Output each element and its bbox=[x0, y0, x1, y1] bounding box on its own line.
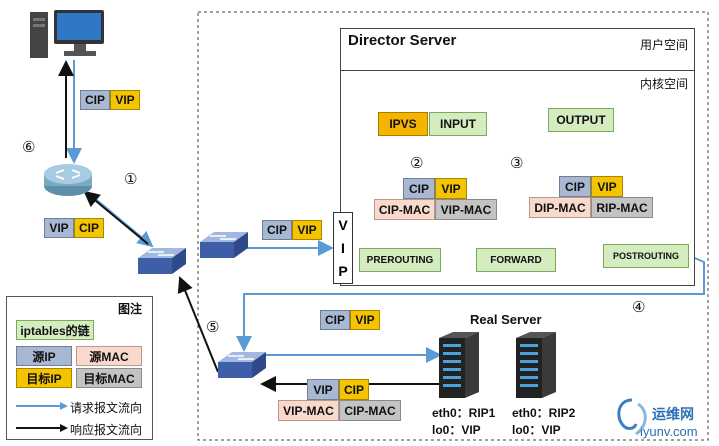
watermark-logo-icon bbox=[617, 398, 647, 436]
packet-dst-mac: RIP-MAC bbox=[591, 197, 653, 218]
packet-dst-ip: VIP bbox=[435, 178, 467, 199]
packet-dst-ip: VIP bbox=[591, 176, 623, 197]
director-server-panel bbox=[340, 28, 695, 286]
vip-port-letter: I bbox=[341, 239, 345, 256]
packet-dst-ip: CIP bbox=[339, 379, 369, 400]
rs1-lo0: lo0：VIP bbox=[432, 423, 481, 437]
step-5-label: ⑤ bbox=[206, 318, 220, 336]
legend-src-ip: 源IP bbox=[16, 346, 72, 366]
user-space-label: 用户空间 bbox=[640, 38, 689, 52]
rs2-lo0: lo0：VIP bbox=[512, 423, 561, 437]
legend-src-mac: 源MAC bbox=[76, 346, 142, 366]
packet-src-ip: VIP bbox=[307, 379, 339, 400]
legend-title: 图注 bbox=[118, 302, 143, 316]
packet-dst-ip: VIP bbox=[350, 310, 380, 330]
director-title: Director Server bbox=[348, 32, 457, 49]
packet-src-ip: VIP bbox=[44, 218, 74, 238]
switch-icon bbox=[200, 232, 248, 258]
step-6-label: ⑥ bbox=[22, 138, 36, 156]
rs2-eth0: eth0：RIP2 bbox=[512, 406, 576, 420]
server-rack-icon bbox=[439, 332, 479, 398]
watermark-url: iyunv.com bbox=[640, 424, 698, 439]
packet-dst-ip: VIP bbox=[110, 90, 140, 110]
legend-request-arrow bbox=[16, 402, 68, 410]
vip-port-letter: P bbox=[338, 263, 348, 280]
packet-src-ip: CIP bbox=[262, 220, 292, 240]
vip-port: V I P bbox=[333, 212, 353, 284]
packet-dst-mac: CIP-MAC bbox=[339, 400, 401, 421]
prerouting-chain: PREROUTING bbox=[359, 248, 441, 272]
legend-dst-ip: 目标IP bbox=[16, 368, 72, 388]
packet-src-mac: DIP-MAC bbox=[529, 197, 591, 218]
rs1-eth0: eth0：RIP1 bbox=[432, 406, 496, 420]
packet-src-ip: CIP bbox=[320, 310, 350, 330]
packet-src-mac: VIP-MAC bbox=[278, 400, 339, 421]
packet-src-ip: CIP bbox=[80, 90, 110, 110]
vip-port-letter: V bbox=[338, 216, 348, 233]
packet-src-ip: CIP bbox=[559, 176, 591, 197]
postrouting-chain: POSTROUTING bbox=[603, 244, 689, 268]
router-icon bbox=[44, 164, 92, 196]
kernel-space-label: 内核空间 bbox=[640, 77, 689, 91]
legend-response-arrow bbox=[16, 424, 68, 432]
ipvs-box: IPVS bbox=[378, 112, 428, 136]
packet-src-mac: CIP-MAC bbox=[374, 199, 435, 220]
legend-dst-mac: 目标MAC bbox=[76, 368, 142, 388]
packet-dst-ip: CIP bbox=[74, 218, 104, 238]
step-3-label: ③ bbox=[510, 154, 524, 172]
director-boundary bbox=[197, 11, 709, 441]
switch-icon bbox=[138, 248, 186, 274]
user-kernel-divider bbox=[340, 70, 695, 71]
server-rack-icon bbox=[516, 332, 556, 398]
legend-request-label: 请求报文流向 bbox=[70, 401, 143, 415]
real-server-title: Real Server bbox=[470, 312, 542, 327]
watermark-name: 运维网 bbox=[652, 406, 694, 422]
computer-icon bbox=[30, 10, 104, 58]
packet-dst-ip: VIP bbox=[292, 220, 322, 240]
legend-response-label: 响应报文流向 bbox=[70, 423, 143, 437]
packet-src-ip: CIP bbox=[403, 178, 435, 199]
step-2-label: ② bbox=[410, 154, 424, 172]
step-1-label: ① bbox=[124, 170, 138, 188]
forward-chain: FORWARD bbox=[476, 248, 556, 272]
output-chain: OUTPUT bbox=[548, 108, 614, 132]
switch-icon bbox=[218, 352, 266, 378]
legend-chain: iptables的链 bbox=[16, 320, 94, 340]
packet-dst-mac: VIP-MAC bbox=[435, 199, 497, 220]
step-4-label: ④ bbox=[632, 298, 646, 316]
input-chain: INPUT bbox=[429, 112, 487, 136]
